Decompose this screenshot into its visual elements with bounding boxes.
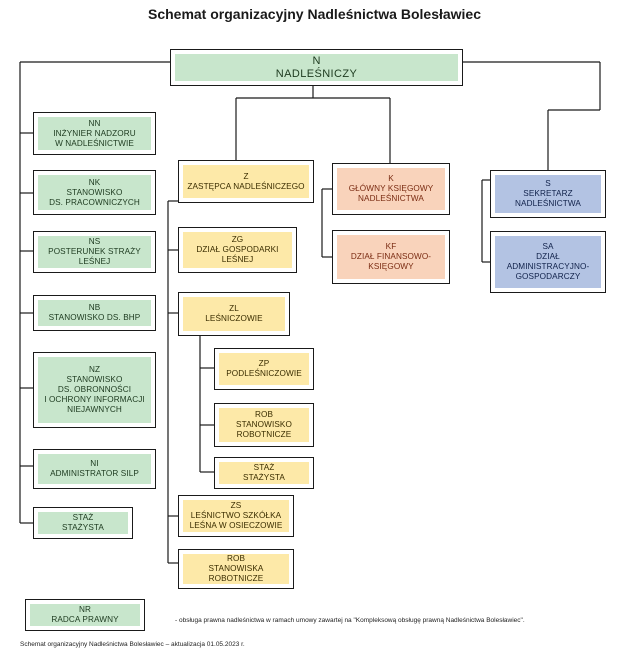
box-code: SA [542,242,554,251]
box-code: ROB [226,554,246,563]
box-label: STANOWISKO DS. OBRONNOŚCI I OCHRONY INFO… [44,375,145,414]
box-label: POSTERUNEK STRAŻY LEŚNEJ [48,247,141,266]
box-code: KF [385,242,397,251]
box-label: DZIAŁ ADMINISTRACYJNO- GOSPODARCZY [506,252,590,281]
box-label: ADMINISTRATOR SILP [50,469,139,478]
box-label: LEŚNICTWO SZKÓŁKA LEŚNA W OSIECZOWIE [189,511,283,530]
box-label: NADLEŚNICZY [275,67,358,80]
box-label: LEŚNICZOWIE [205,314,263,323]
box-code: STAŻ [72,513,94,522]
box-label: INŻYNIER NADZORU W NADLEŚNICTWIE [53,128,136,148]
box-label: DZIAŁ FINANSOWO- KSIĘGOWY [350,252,432,271]
box-label: STANOWISKO DS. BHP [48,313,141,322]
box-code: NI [90,459,99,468]
page-title: Schemat organizacyjny Nadleśnictwa Boles… [147,6,482,22]
box-code: ROB [254,410,274,419]
box-label: PODLEŚNICZOWIE [226,369,302,378]
box-code: NN [88,118,101,128]
legal-note: - obsługa prawna nadleśnictwa w ramach u… [175,617,525,624]
box-label: STANOWISKO DS. PRACOWNICZYCH [49,187,140,207]
box-code: NS [88,237,101,246]
box-label: RADCA PRAWNY [51,615,119,624]
box-label: STAŻYSTA [62,523,104,532]
box-label: DZIAŁ GOSPODARKI LEŚNEJ [196,245,279,264]
box-label: STAŻYSTA [243,473,285,482]
box-code: NR [78,605,92,614]
box-code: ZG [231,235,244,244]
box-code: ZP [258,359,270,368]
box-code: ZS [230,501,242,510]
box-code: NK [88,177,101,187]
box-code: ZL [229,304,239,313]
box-label: GŁÓWNY KSIĘGOWY NADLEŚNICTWA [348,184,434,203]
box-code: K [388,174,394,183]
box-code: N [312,54,321,67]
box-label: SEKRETARZ NADLEŚNICTWA [515,189,581,208]
box-code: NB [88,303,101,312]
box-label: STANOWISKA ROBOTNICZE [208,564,264,583]
box-code: NZ [88,365,101,374]
box-label: STANOWISKO ROBOTNICZE [236,420,292,439]
footer-text: Schemat organizacyjny Nadleśnictwa Boles… [20,641,245,648]
box-label: ZASTĘPCA NADLEŚNICZEGO [187,181,305,191]
box-code: Z [243,171,249,181]
box-code: S [545,179,551,188]
box-code: STAŻ [253,463,275,472]
